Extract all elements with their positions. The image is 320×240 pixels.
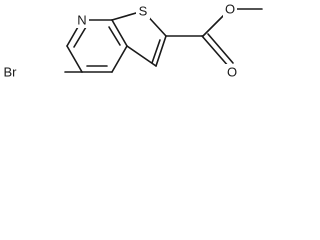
chemical-structure: N S O O Br (0, 1, 263, 80)
bond-carbonyl-o-double-a (201, 35, 230, 68)
bond-n7-c6-inner (73, 26, 87, 48)
bond-c3-c3a (126, 45, 157, 67)
bond-c3a-c7a (111, 19, 128, 47)
bond-c3a-c7a-inner (108, 26, 121, 46)
atom-label-carbonyl-oxygen: O (227, 65, 237, 80)
bond-c6-c5 (66, 45, 83, 73)
bond-carbonyl-o-double-b (207, 33, 234, 64)
atom-label-sulfur: S (139, 4, 148, 19)
atom-label-nitrogen: N (77, 13, 86, 28)
bond-c2-c3-inner (151, 39, 161, 64)
bond-c2-c3 (155, 35, 167, 67)
bond-c4-c3a (111, 45, 128, 73)
atom-label-bromine: Br (4, 65, 18, 80)
bond-layer (64, 8, 263, 73)
atom-label-layer: N S O O Br (0, 1, 239, 80)
atom-label-ether-oxygen: O (225, 2, 235, 17)
